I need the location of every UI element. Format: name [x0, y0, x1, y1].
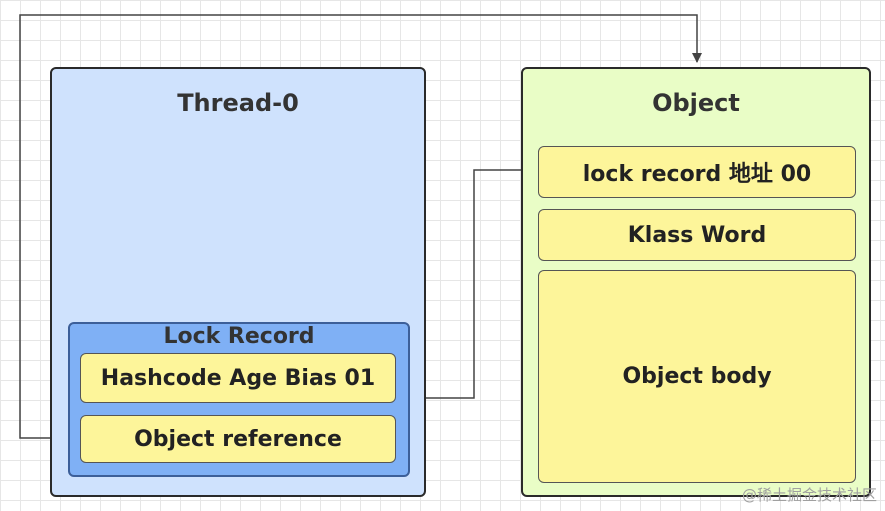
klass-word-field: Klass Word	[538, 209, 856, 261]
watermark-text: @稀土掘金技术社区	[741, 486, 877, 504]
lock-record-pointer-arrow	[413, 169, 538, 403]
lock-record-address-field: lock record 地址 00	[538, 146, 856, 198]
object-reference-field: Object reference	[80, 415, 396, 463]
object-reference-arrow	[19, 14, 702, 439]
thread-title: Thread-0	[177, 89, 299, 117]
lock-record-box: Lock Record Hashcode Age Bias 01 Object …	[68, 322, 410, 477]
object-title: Object	[652, 89, 740, 117]
object-panel: Object lock record 地址 00 Klass Word Obje…	[521, 67, 871, 497]
hashcode-age-bias-field: Hashcode Age Bias 01	[80, 353, 396, 403]
object-body-field: Object body	[538, 270, 856, 483]
lock-record-title: Lock Record	[163, 324, 315, 349]
